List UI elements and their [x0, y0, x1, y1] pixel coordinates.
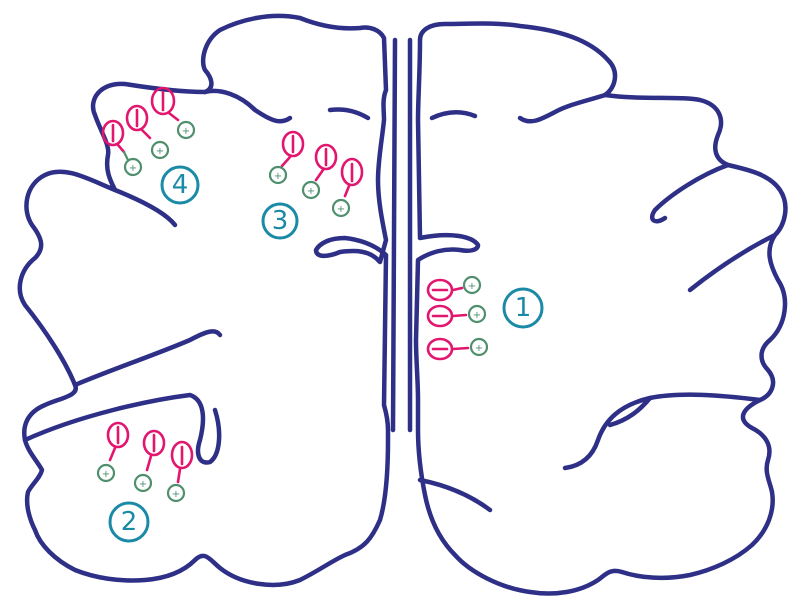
- dipole: +: [101, 119, 143, 177]
- group-1-label: 1: [515, 293, 532, 323]
- svg-text:+: +: [475, 343, 483, 354]
- svg-text:+: +: [129, 163, 137, 174]
- group-3-label-circle: [261, 202, 299, 240]
- dipole-group-2: + + + 2: [96, 421, 194, 543]
- svg-text:+: +: [307, 186, 315, 197]
- left-sulcus-2: [112, 187, 178, 228]
- left-sulcus-3: [72, 329, 223, 388]
- svg-text:+: +: [182, 126, 190, 137]
- svg-text:+: +: [102, 469, 110, 480]
- dipole-group-3: + + + 3: [261, 130, 364, 240]
- group-2-label: 2: [121, 507, 138, 537]
- svg-text:+: +: [274, 171, 282, 182]
- left-lower-fissure: [22, 392, 222, 465]
- svg-text:+: +: [337, 204, 345, 215]
- dipole: +: [125, 104, 170, 160]
- right-sulcus-4: [562, 392, 763, 471]
- svg-text:+: +: [172, 489, 180, 500]
- group-4-label: 4: [172, 170, 189, 200]
- svg-text:+: +: [139, 479, 147, 490]
- dipole: +: [150, 86, 196, 140]
- group-2-label-circle: [108, 501, 150, 543]
- dipole: +: [268, 130, 305, 185]
- right-sulcus-1: [517, 92, 608, 124]
- svg-text:+: +: [473, 310, 481, 321]
- midline-fissure-left: [390, 37, 398, 433]
- dipole: +: [96, 421, 130, 483]
- group-4-label-circle: [160, 165, 200, 205]
- left-sulcus-1: [202, 88, 293, 124]
- svg-text:+: +: [468, 281, 476, 292]
- right-hemisphere-outline: [413, 21, 788, 596]
- right-sulcus-3: [687, 232, 778, 293]
- right-sulcus-7: [417, 477, 493, 513]
- dipole: +: [166, 440, 194, 503]
- dipole-group-4: + + + 4: [101, 86, 200, 205]
- svg-text:+: +: [156, 146, 164, 157]
- dipole: +: [331, 157, 364, 218]
- right-sulcus-2: [649, 162, 731, 224]
- dipole: +: [301, 143, 338, 200]
- dipole: +: [426, 337, 489, 361]
- left-hemisphere-outline: [17, 13, 391, 588]
- dipole: +: [426, 304, 487, 328]
- right-sulcus-6: [429, 110, 478, 121]
- right-sulcus-5: [607, 395, 653, 428]
- left-sulcus-4: [327, 107, 371, 121]
- group-1-label-circle: [502, 287, 544, 329]
- dipole-group-1: + + + 1: [426, 275, 544, 361]
- group-3-label: 3: [272, 206, 289, 236]
- dipole: +: [426, 275, 482, 302]
- dipole: +: [133, 429, 166, 493]
